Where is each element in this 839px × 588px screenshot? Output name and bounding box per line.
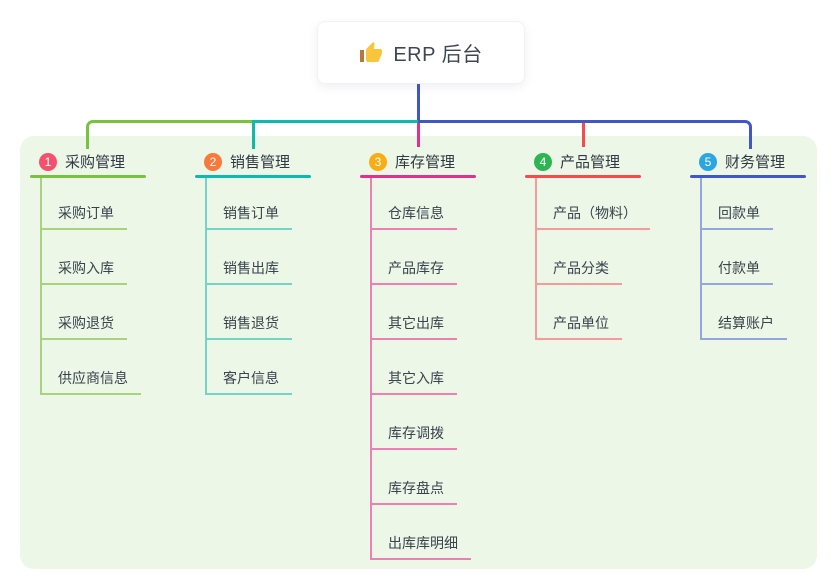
- branch-item[interactable]: 库存盘点: [372, 450, 510, 505]
- branch-number-badge: 5: [699, 152, 717, 171]
- branch-item[interactable]: 供应商信息: [42, 340, 180, 395]
- branch-title: 销售管理: [230, 154, 291, 171]
- branch-number-badge: 2: [204, 152, 222, 171]
- branch-product: 4 产品管理 产品（物料） 产品分类 产品单位: [525, 148, 675, 340]
- branch-underline: [360, 175, 476, 178]
- branch-purchase-header[interactable]: 1 采购管理: [30, 148, 180, 175]
- branch-finance-header[interactable]: 5 财务管理: [690, 148, 839, 175]
- branch-title: 财务管理: [725, 154, 786, 171]
- branch-item[interactable]: 客户信息: [207, 340, 345, 395]
- branch-number-badge: 1: [39, 152, 57, 171]
- branch-sales-header[interactable]: 2 销售管理: [195, 148, 345, 175]
- branch-item[interactable]: 产品库存: [372, 230, 510, 285]
- branch-item[interactable]: 销售订单: [207, 178, 345, 230]
- branch-inventory-header[interactable]: 3 库存管理: [360, 148, 510, 175]
- branch-product-header[interactable]: 4 产品管理: [525, 148, 675, 175]
- branch-item[interactable]: 产品（物料）: [537, 178, 675, 230]
- branch-item[interactable]: 出库库明细: [372, 505, 510, 560]
- root-title: ERP 后台: [393, 44, 483, 66]
- root-node[interactable]: ERP 后台: [317, 21, 525, 84]
- branch-items: 仓库信息 产品库存 其它出库 其它入库 库存调拨 库存盘点 出库库明细: [370, 178, 510, 560]
- branch-items: 采购订单 采购入库 采购退货 供应商信息: [40, 178, 180, 395]
- branch-item[interactable]: 采购退货: [42, 285, 180, 340]
- branch-item[interactable]: 回款单: [702, 178, 839, 230]
- connector-branch5-segment: [418, 120, 752, 149]
- connector-root-drop: [417, 82, 420, 123]
- branch-number-badge: 3: [369, 152, 387, 171]
- branch-item[interactable]: 其它出库: [372, 285, 510, 340]
- branch-item[interactable]: 其它入库: [372, 340, 510, 395]
- branch-sales: 2 销售管理 销售订单 销售出库 销售退货 客户信息: [195, 148, 345, 395]
- connector-branch1-segment: [86, 120, 255, 149]
- branch-underline: [690, 175, 806, 178]
- branch-underline: [195, 175, 311, 178]
- branch-item[interactable]: 结算账户: [702, 285, 839, 340]
- branch-item[interactable]: 销售出库: [207, 230, 345, 285]
- branch-number-badge: 4: [534, 152, 552, 171]
- branch-item[interactable]: 采购入库: [42, 230, 180, 285]
- branch-title: 库存管理: [395, 154, 456, 171]
- branch-purchase: 1 采购管理 采购订单 采购入库 采购退货 供应商信息: [30, 148, 180, 395]
- branch-item[interactable]: 付款单: [702, 230, 839, 285]
- branch-item[interactable]: 采购订单: [42, 178, 180, 230]
- branch-item[interactable]: 库存调拨: [372, 395, 510, 450]
- branch-items: 回款单 付款单 结算账户: [700, 178, 839, 340]
- branch-item[interactable]: 销售退货: [207, 285, 345, 340]
- connector-branch3-drop: [417, 123, 420, 147]
- branch-underline: [30, 175, 146, 178]
- branch-item[interactable]: 仓库信息: [372, 178, 510, 230]
- connector-branch2-segment: [252, 120, 421, 149]
- branch-title: 产品管理: [560, 154, 621, 171]
- branch-items: 产品（物料） 产品分类 产品单位: [535, 178, 675, 340]
- thumb-up-icon: [359, 41, 383, 65]
- branch-item[interactable]: 产品单位: [537, 285, 675, 340]
- branch-finance: 5 财务管理 回款单 付款单 结算账户: [690, 148, 839, 340]
- branch-items: 销售订单 销售出库 销售退货 客户信息: [205, 178, 345, 395]
- branch-underline: [525, 175, 641, 178]
- branch-item[interactable]: 产品分类: [537, 230, 675, 285]
- branch-inventory: 3 库存管理 仓库信息 产品库存 其它出库 其它入库 库存调拨 库存盘点 出库库…: [360, 148, 510, 560]
- canvas-panel: [20, 136, 817, 569]
- connector-branch4-drop: [582, 123, 585, 147]
- branch-title: 采购管理: [65, 154, 126, 171]
